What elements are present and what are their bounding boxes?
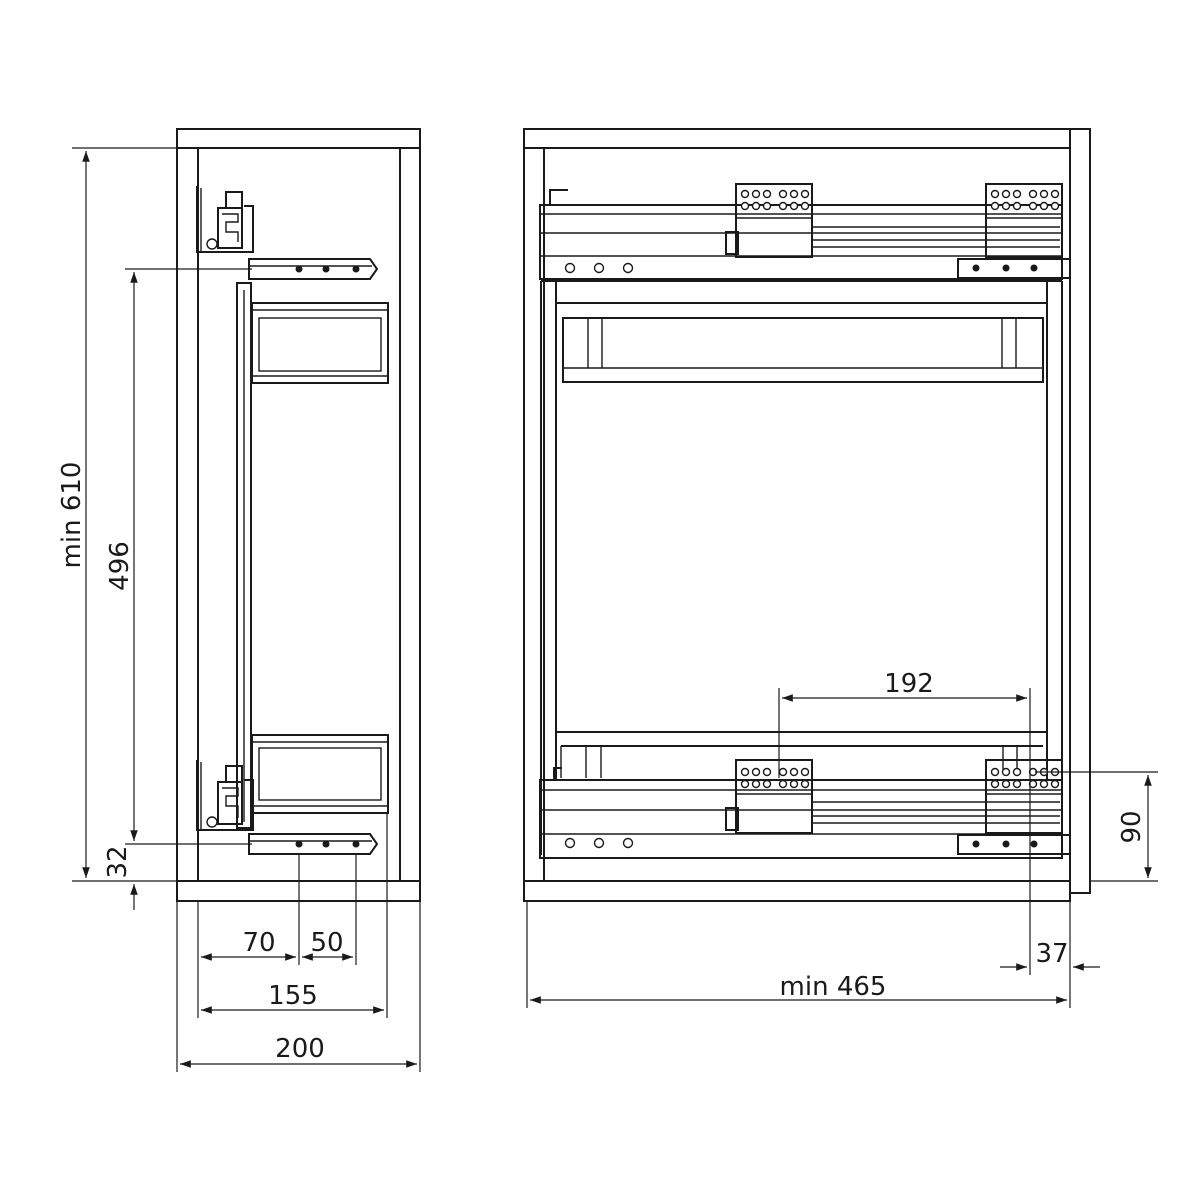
dim-70: 70 bbox=[201, 928, 296, 961]
dim-496: 496 bbox=[105, 268, 252, 845]
label-70: 70 bbox=[242, 928, 275, 958]
label-155: 155 bbox=[268, 981, 318, 1011]
dim-155: 155 bbox=[201, 981, 384, 1014]
label-496: 496 bbox=[105, 541, 135, 591]
label-200: 200 bbox=[275, 1034, 325, 1064]
dim-50: 50 bbox=[302, 928, 353, 961]
front-top-basket bbox=[562, 317, 1044, 383]
bottom-clip-block-right bbox=[985, 759, 1063, 834]
bottom-clip-block-left bbox=[735, 759, 813, 834]
dim-90: 90 bbox=[1035, 771, 1158, 882]
side-view: min 610 496 32 70 50 bbox=[57, 128, 421, 1072]
dim-192: 192 bbox=[778, 669, 1031, 778]
dim-min-610: min 610 bbox=[57, 147, 177, 882]
front-view: 192 90 37 min 465 bbox=[523, 128, 1158, 1008]
front-top-slide bbox=[539, 183, 1071, 280]
label-min-465: min 465 bbox=[780, 972, 887, 1002]
side-top-runner bbox=[248, 258, 379, 280]
side-bottom-bracket bbox=[196, 760, 254, 831]
front-side-panel bbox=[1069, 128, 1091, 894]
side-top-bracket bbox=[196, 186, 254, 253]
front-bottom-basket bbox=[556, 731, 1047, 778]
top-clip-block-left bbox=[735, 183, 813, 258]
front-bottom-slide bbox=[539, 759, 1071, 859]
label-32: 32 bbox=[103, 845, 133, 878]
dim-32: 32 bbox=[103, 845, 138, 910]
side-bottom-runner bbox=[248, 833, 379, 855]
label-192: 192 bbox=[884, 669, 934, 699]
label-90: 90 bbox=[1117, 810, 1147, 843]
label-37: 37 bbox=[1035, 939, 1068, 969]
label-50: 50 bbox=[310, 928, 343, 958]
dim-min-465: min 465 bbox=[526, 901, 1071, 1008]
side-top-basket bbox=[251, 302, 389, 384]
top-clip-block-right bbox=[985, 183, 1063, 258]
dim-200: 200 bbox=[180, 1034, 417, 1068]
side-frame-post bbox=[236, 282, 252, 829]
front-frame bbox=[540, 280, 1063, 855]
dim-37: 37 bbox=[1000, 778, 1100, 975]
side-bottom-basket bbox=[251, 734, 389, 814]
label-min-610: min 610 bbox=[57, 462, 87, 569]
